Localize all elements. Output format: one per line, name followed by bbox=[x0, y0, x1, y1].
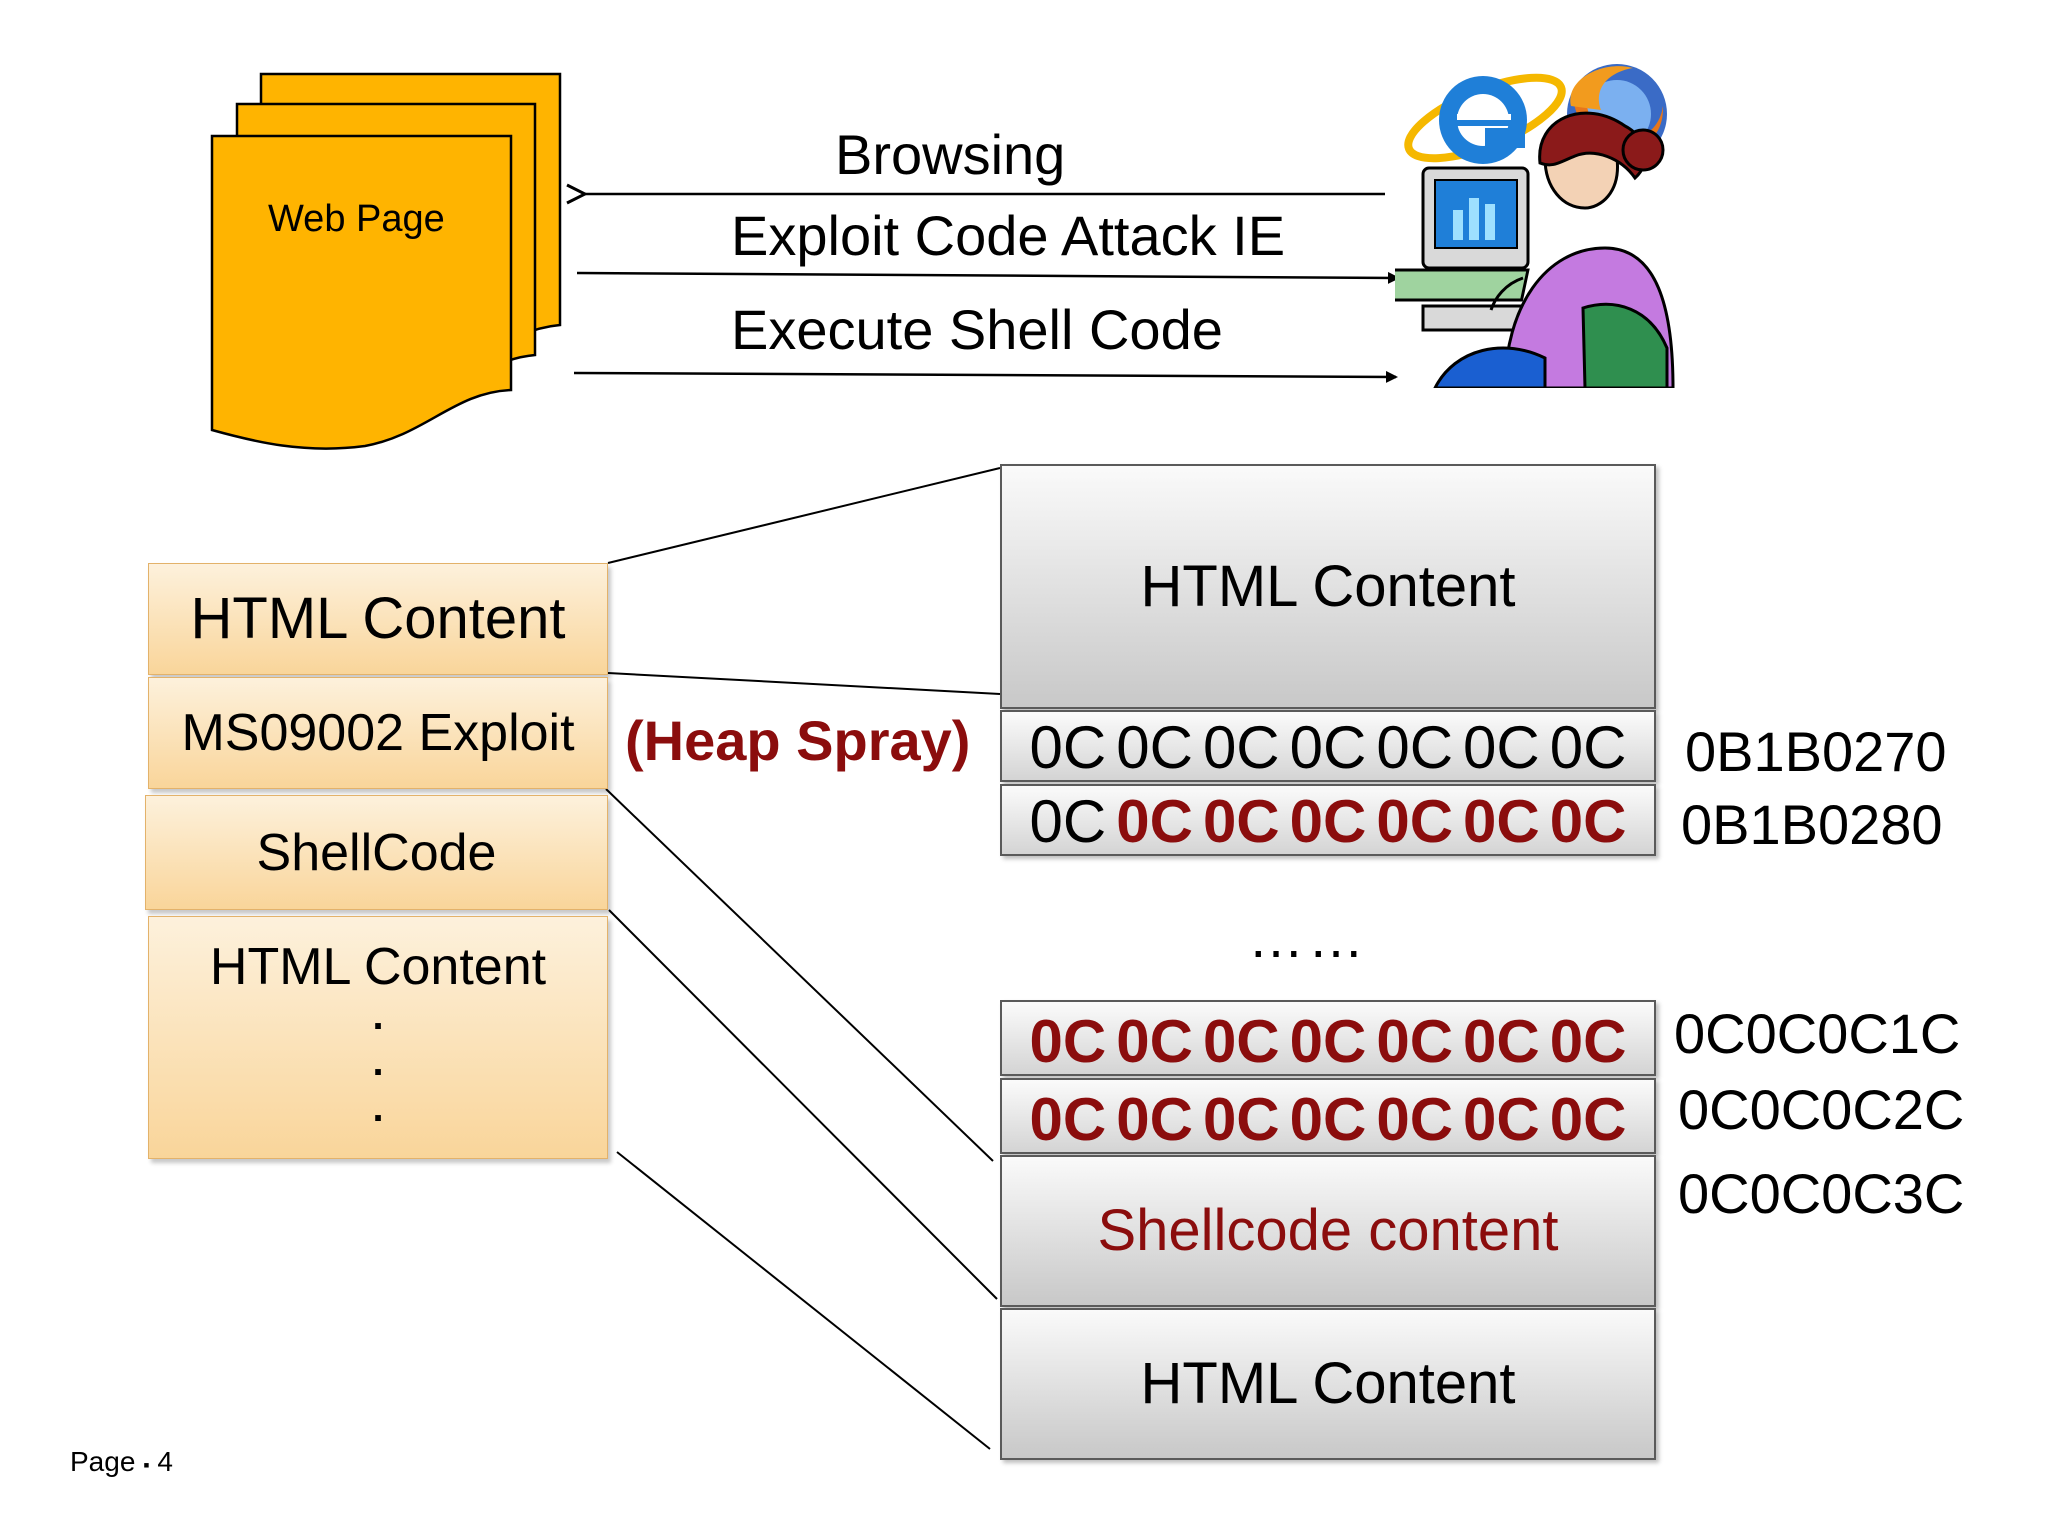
map-line-html-bottom bbox=[616, 1151, 991, 1450]
memory-shellcode-content-label: Shellcode content bbox=[1097, 1198, 1559, 1263]
continuation-dot: . bbox=[372, 1040, 384, 1084]
hex-byte: 0C bbox=[1549, 1086, 1627, 1153]
page-footer-label: Page bbox=[70, 1446, 136, 1477]
hex-byte: 0C bbox=[1376, 1008, 1454, 1075]
map-line-exploit bbox=[605, 788, 994, 1162]
hex-byte: 0C bbox=[1463, 788, 1540, 855]
hex-byte: 0C bbox=[1463, 1008, 1540, 1075]
memory-html-content-bottom: HTML Content bbox=[1000, 1308, 1656, 1460]
hex-byte: 0C bbox=[1116, 1086, 1193, 1153]
ellipsis: …… bbox=[1248, 906, 1368, 969]
continuation-dot: . bbox=[372, 1086, 384, 1130]
hex-byte: 0C bbox=[1376, 714, 1454, 781]
hex-byte: 0C bbox=[1549, 714, 1627, 781]
continuation-dot: . bbox=[372, 994, 384, 1038]
hex-byte: 0C bbox=[1116, 1008, 1193, 1075]
web-page-label: Web Page bbox=[268, 198, 445, 240]
web-page-document-stack bbox=[210, 72, 562, 450]
hex-byte: 0C bbox=[1202, 1008, 1280, 1075]
address-label: 0B1B0280 bbox=[1681, 793, 1943, 856]
hex-byte: 0C bbox=[1549, 1008, 1627, 1075]
hex-byte: 0C bbox=[1202, 788, 1280, 855]
hex-byte: 0C bbox=[1289, 788, 1367, 855]
memory-html-content-bottom-label: HTML Content bbox=[1140, 1351, 1516, 1416]
hex-byte: 0C bbox=[1289, 1008, 1367, 1075]
address-label: 0B1B0270 bbox=[1685, 720, 1947, 783]
page-number: 4 bbox=[157, 1446, 173, 1477]
hex-byte: 0C bbox=[1289, 714, 1367, 781]
left-html-content-top-label: HTML Content bbox=[190, 586, 566, 651]
hex-byte: 0C bbox=[1549, 788, 1627, 855]
left-shellcode-box: ShellCode bbox=[145, 795, 608, 910]
left-shellcode-label: ShellCode bbox=[256, 823, 497, 882]
left-html-content-top: HTML Content bbox=[148, 563, 608, 675]
memory-html-content-top: HTML Content bbox=[1000, 464, 1656, 709]
left-html-content-bottom: HTML Content . . . bbox=[148, 916, 608, 1159]
hex-byte: 0C bbox=[1029, 1086, 1107, 1153]
hex-byte: 0C bbox=[1376, 1086, 1454, 1153]
map-line-html-top-upper bbox=[607, 467, 1001, 564]
heap-spray-label: (Heap Spray) bbox=[625, 709, 971, 772]
address-label: 0C0C0C3C bbox=[1678, 1162, 1965, 1225]
left-exploit-label: MS09002 Exploit bbox=[181, 704, 575, 762]
hex-byte: 0C bbox=[1116, 714, 1193, 781]
hex-byte: 0C bbox=[1463, 714, 1540, 781]
hex-byte: 0C bbox=[1029, 1008, 1107, 1075]
left-exploit-box: MS09002 Exploit bbox=[148, 677, 608, 789]
address-label: 0C0C0C2C bbox=[1678, 1078, 1965, 1141]
execute-shell-code-label: Execute Shell Code bbox=[731, 298, 1223, 361]
hex-byte: 0C bbox=[1029, 788, 1107, 855]
arrow-execute bbox=[573, 370, 1398, 383]
map-line-html-top-lower bbox=[607, 672, 1001, 695]
hex-byte: 0C bbox=[1289, 1086, 1367, 1153]
browser-user-illustration bbox=[1395, 64, 1675, 388]
memory-shellcode-content: Shellcode content bbox=[1000, 1155, 1656, 1307]
exploit-code-label: Exploit Code Attack IE bbox=[731, 204, 1286, 267]
map-line-shellcode bbox=[608, 909, 998, 1300]
hex-byte: 0C bbox=[1116, 788, 1193, 855]
left-html-content-bottom-label: HTML Content bbox=[209, 938, 547, 996]
page-footer-separator: ▪ bbox=[143, 1455, 150, 1475]
hex-byte: 0C bbox=[1376, 788, 1454, 855]
hex-byte: 0C bbox=[1463, 1086, 1540, 1153]
user-at-computer-icon bbox=[1395, 111, 1675, 388]
arrow-exploit bbox=[576, 271, 1400, 284]
hex-byte: 0C bbox=[1202, 1086, 1280, 1153]
hex-byte: 0C bbox=[1029, 714, 1107, 781]
hex-byte: 0C bbox=[1202, 714, 1280, 781]
memory-html-content-top-label: HTML Content bbox=[1140, 553, 1516, 619]
page-footer: Page ▪ 4 bbox=[70, 1446, 173, 1478]
internet-explorer-icon bbox=[1404, 73, 1566, 164]
browsing-label: Browsing bbox=[835, 123, 1066, 186]
address-label: 0C0C0C1C bbox=[1674, 1002, 1961, 1065]
